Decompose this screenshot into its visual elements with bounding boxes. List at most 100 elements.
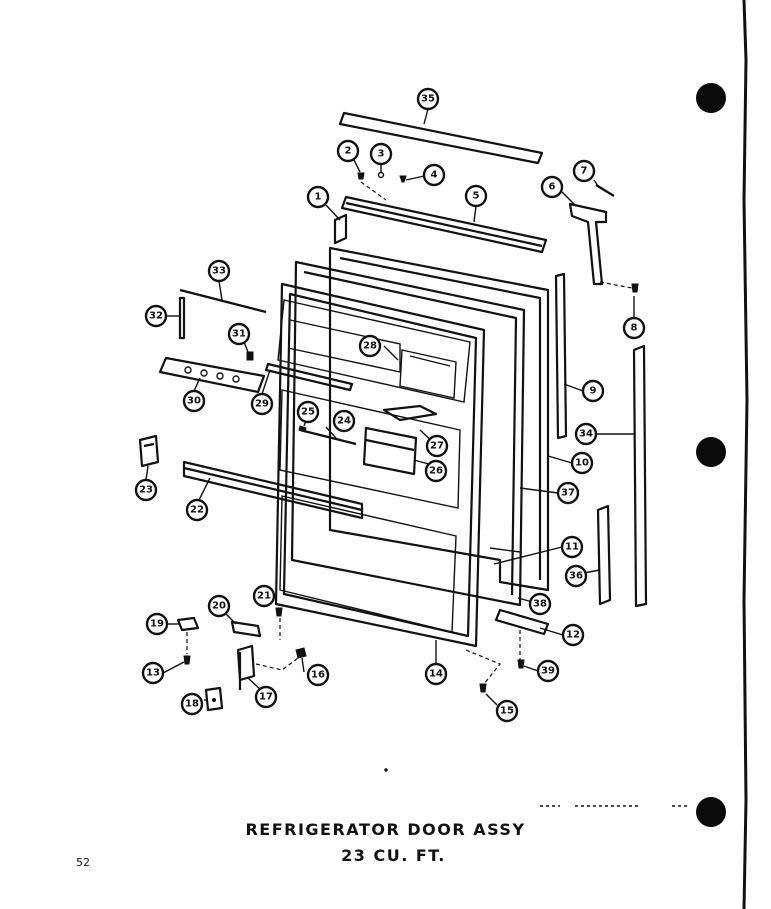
callout-11: 11 (560, 535, 584, 559)
callout-8: 8 (622, 316, 646, 340)
callout-35: 35 (416, 87, 440, 111)
svg-text:39: 39 (541, 666, 555, 677)
binder-hole-bottom (696, 797, 726, 827)
part-bracket-19 (176, 616, 200, 632)
callout-22: 22 (185, 498, 209, 522)
svg-text:19: 19 (150, 619, 164, 630)
screw-15-axis (465, 649, 501, 685)
svg-text:21: 21 (257, 591, 271, 602)
callout-24: 24 (332, 409, 356, 433)
svg-text:36: 36 (569, 571, 583, 582)
callout-20: 20 (207, 594, 231, 618)
callout-18: 18 (180, 692, 204, 716)
callout-29: 29 (250, 392, 274, 416)
svg-text:33: 33 (212, 266, 226, 277)
part-plate-18 (204, 686, 224, 712)
callout-19: 19 (145, 612, 169, 636)
svg-text:22: 22 (190, 505, 204, 516)
svg-text:14: 14 (429, 669, 443, 680)
callout-33: 33 (207, 259, 231, 283)
svg-text:3: 3 (378, 149, 385, 160)
callout-1: 1 (306, 185, 330, 209)
hardware-axis (360, 181, 387, 201)
part-bracket-20 (230, 620, 262, 638)
svg-text:34: 34 (579, 429, 593, 440)
svg-text:27: 27 (430, 441, 444, 452)
callout-36: 36 (564, 564, 588, 588)
part-side-trim-36 (596, 504, 612, 606)
plate-18-hole (212, 698, 216, 702)
part-screw-2 (357, 172, 365, 180)
callout-37: 37 (556, 481, 580, 505)
part-door-gasket (328, 246, 550, 592)
svg-text:10: 10 (575, 458, 589, 469)
callout-23: 23 (134, 478, 158, 502)
callout-4: 4 (422, 163, 446, 187)
svg-text:18: 18 (185, 699, 199, 710)
callout-10: 10 (570, 451, 594, 475)
svg-text:13: 13 (146, 668, 160, 679)
part-dairy-compartment (399, 349, 457, 399)
svg-text:9: 9 (590, 386, 597, 397)
callout-31: 31 (227, 322, 251, 346)
part-screw-8 (631, 283, 639, 293)
part-hinge-pin-7 (595, 184, 615, 197)
callout-25: 25 (296, 400, 320, 424)
callout-13: 13 (141, 661, 165, 685)
svg-text:38: 38 (533, 599, 547, 610)
svg-text:15: 15 (500, 706, 514, 717)
scan-edge-right (742, 0, 749, 909)
svg-text:12: 12 (566, 630, 580, 641)
screw-16-axis (255, 657, 299, 671)
svg-text:1: 1 (315, 192, 322, 203)
part-side-bracket-32 (178, 296, 186, 340)
part-butter-box-lid (382, 404, 438, 422)
svg-text:28: 28 (363, 341, 377, 352)
egg-tray-cups (184, 366, 240, 383)
svg-text:37: 37 (561, 488, 575, 499)
part-bottom-strip-11 (489, 547, 521, 553)
svg-text:17: 17 (259, 692, 273, 703)
leader-lines (145, 108, 635, 706)
part-washer-3 (377, 171, 385, 179)
part-screw-4 (399, 175, 407, 183)
svg-text:11: 11 (565, 542, 579, 553)
svg-text:2: 2 (345, 146, 352, 157)
part-top-rail-33 (179, 288, 267, 314)
svg-text:20: 20 (212, 601, 226, 612)
diagram-title: REFRIGERATOR DOOR ASSY (245, 820, 526, 839)
callout-12: 12 (561, 623, 585, 647)
part-door-shelf-bar (182, 460, 364, 520)
part-top-trim-strip (338, 111, 544, 165)
part-shelf-rail-29 (264, 362, 354, 392)
svg-text:24: 24 (337, 416, 351, 427)
callout-17: 17 (254, 685, 278, 709)
callout-34: 34 (574, 422, 598, 446)
callout-32: 32 (144, 304, 168, 328)
svg-text:30: 30 (187, 396, 201, 407)
binder-hole-top (696, 83, 726, 113)
callout-7: 7 (572, 159, 596, 183)
liner-middle-bay (279, 389, 461, 509)
svg-text:31: 31 (232, 329, 246, 340)
callout-9: 9 (581, 379, 605, 403)
callouts: 35 2 3 4 5 1 6 7 8 9 34 10 37 11 36 38 1… (134, 87, 646, 723)
part-shelf-bar-24 (299, 428, 357, 446)
svg-text:23: 23 (139, 485, 153, 496)
svg-text:7: 7 (581, 166, 588, 177)
callout-16: 16 (306, 663, 330, 687)
part-screw-39 (517, 659, 525, 669)
svg-text:25: 25 (301, 407, 315, 418)
svg-text:16: 16 (311, 670, 325, 681)
part-clip-25 (298, 425, 307, 433)
callout-2: 2 (336, 139, 360, 163)
callout-27: 27 (425, 434, 449, 458)
stray-mark (384, 768, 388, 772)
binder-hole-middle (696, 437, 726, 467)
svg-text:6: 6 (549, 182, 556, 193)
part-screw-13 (183, 655, 191, 665)
part-bottom-hinge (494, 608, 550, 636)
part-side-trim-34 (632, 344, 648, 608)
liner-upper-shelf (277, 299, 471, 403)
